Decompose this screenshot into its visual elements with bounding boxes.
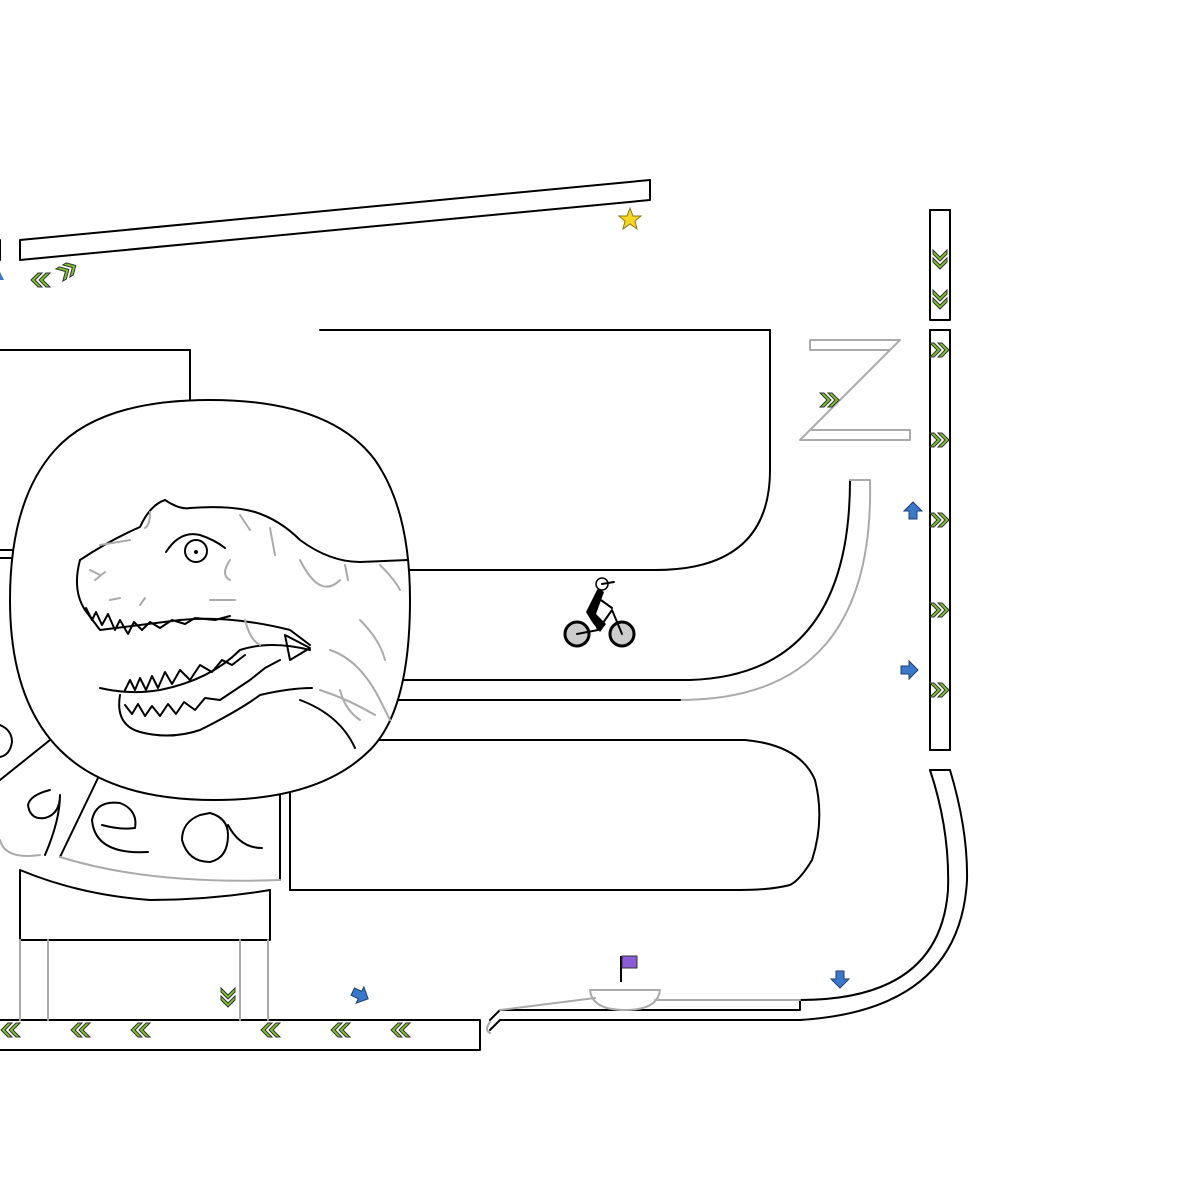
checkpoint-flag-icon <box>620 955 638 982</box>
track-bottom-floor <box>0 1019 481 1051</box>
track-lower-block <box>289 739 821 891</box>
star-icon <box>617 206 643 231</box>
gravity-arrow-icon <box>0 272 923 1008</box>
dinosaur-drawing <box>75 499 409 749</box>
track-curve <box>399 479 851 681</box>
scenery-z <box>799 339 911 441</box>
track-right-curve <box>489 769 969 1031</box>
bike-rider-icon <box>563 577 636 648</box>
track-top-ramp <box>19 179 651 261</box>
track-upper-block <box>319 329 771 571</box>
